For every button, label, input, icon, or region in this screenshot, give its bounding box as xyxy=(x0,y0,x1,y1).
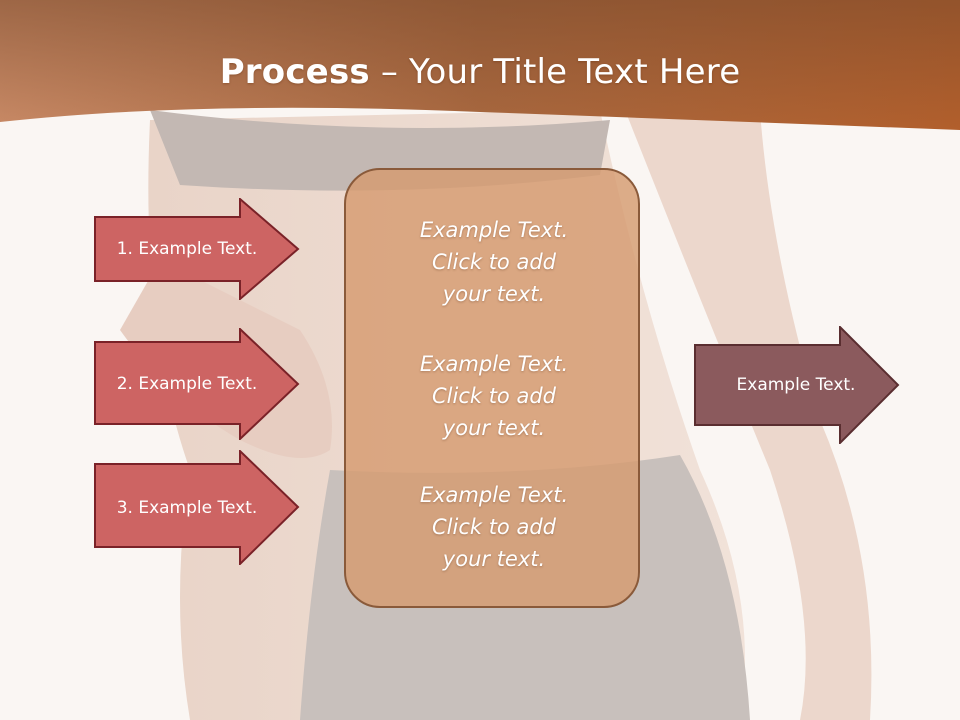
step-2-label: 2. Example Text. xyxy=(116,374,258,394)
slide-title: Process – Your Title Text Here xyxy=(0,52,960,92)
center-text-line: your text. xyxy=(442,416,546,440)
header-band xyxy=(0,0,960,130)
step-1-arrow-shape xyxy=(94,198,300,300)
center-text-line: Click to add xyxy=(431,250,556,274)
step-3-arrow-shape xyxy=(94,450,300,565)
center-text-line: Click to add xyxy=(431,515,556,539)
title-rest: – Your Title Text Here xyxy=(369,52,741,92)
output-label: Example Text. xyxy=(736,375,856,395)
output-arrow[interactable]: Example Text. xyxy=(694,326,900,444)
center-text-line: Example Text. xyxy=(419,483,569,507)
step-1-label: 1. Example Text. xyxy=(116,239,258,259)
center-panel[interactable]: Example Text. Click to add your text. Ex… xyxy=(344,168,640,608)
step-3-arrow[interactable]: 3. Example Text. xyxy=(94,450,300,565)
center-text-line: your text. xyxy=(442,282,546,306)
title-strong: Process xyxy=(219,52,370,92)
output-arrow-shape xyxy=(694,326,900,444)
step-1-arrow[interactable]: 1. Example Text. xyxy=(94,198,300,300)
step-3-label: 3. Example Text. xyxy=(116,497,258,518)
center-text-block-3: Example Text. Click to add your text. xyxy=(346,479,642,575)
step-2-arrow-shape xyxy=(94,328,300,440)
center-text-block-2: Example Text. Click to add your text. xyxy=(346,348,642,444)
center-text-block-1: Example Text. Click to add your text. xyxy=(346,214,642,310)
center-text-line: your text. xyxy=(442,547,546,571)
center-text-line: Click to add xyxy=(431,384,556,408)
center-text-line: Example Text. xyxy=(419,218,569,242)
center-text-line: Example Text. xyxy=(419,352,569,376)
step-2-arrow[interactable]: 2. Example Text. xyxy=(94,328,300,440)
